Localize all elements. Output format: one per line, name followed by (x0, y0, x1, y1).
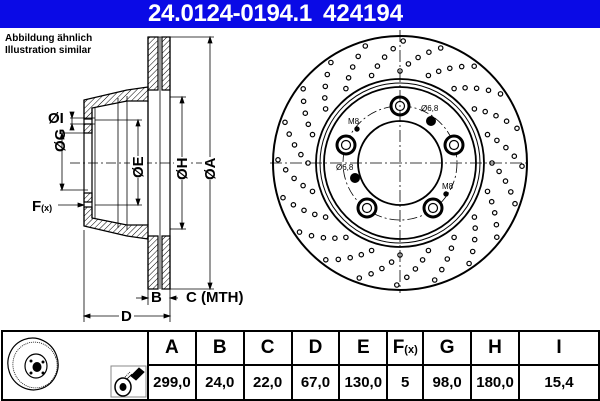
note-line-de: Abbildung ähnlich (5, 33, 93, 44)
value-E: 130,0 (338, 364, 389, 401)
brake-disc-perspective-icon (7, 337, 59, 391)
locating-holes (350, 116, 449, 197)
col-header-I: I (518, 330, 600, 366)
col-header-F: F(x) (386, 330, 425, 366)
illustration-note: Abbildung ähnlich Illustration similar (5, 33, 92, 57)
label-F: F(x) (32, 198, 53, 215)
value-H: 180,0 (470, 364, 520, 401)
label-dia-H: ØH (174, 157, 191, 180)
value-I: 15,4 (518, 364, 600, 401)
col-header-A: A (147, 330, 197, 366)
value-B: 24,0 (194, 364, 245, 401)
label-dia-A: ØA (202, 157, 219, 180)
annotation-hole-top: Ø6,8 (421, 104, 439, 113)
header-bar: 24.0124-0194.1 424194 (0, 0, 600, 28)
cross-drill-holes (275, 38, 525, 288)
spray-coating-icon (114, 367, 145, 397)
side-dimension-lines (58, 35, 214, 322)
table-value-row: 299,0 24,0 22,0 67,0 130,0 5 98,0 180,0 … (2, 364, 600, 401)
col-header-C: C (242, 330, 293, 366)
col-header-H: H (470, 330, 520, 366)
label-dia-G: ØG (52, 128, 69, 152)
note-line-en: Illustration similar (5, 45, 92, 56)
dimensions-table: A B C D E F(x) G H I 299,0 24,0 22,0 67,… (1, 330, 600, 401)
article-code: 424194 (323, 0, 404, 27)
bolt-holes (335, 95, 465, 219)
label-D: D (119, 308, 134, 325)
col-header-B: B (194, 330, 245, 366)
value-C: 22,0 (242, 364, 293, 401)
label-B: B (151, 289, 162, 306)
annotation-thread-left: M8 (348, 117, 360, 126)
value-A: 299,0 (147, 364, 197, 401)
product-image-cell (1, 330, 149, 401)
value-G: 98,0 (422, 364, 473, 401)
value-D: 67,0 (290, 364, 341, 401)
part-number: 24.0124-0194.1 (148, 0, 312, 27)
col-header-G: G (422, 330, 473, 366)
label-C-mth: C (MTH) (186, 289, 244, 306)
label-dia-E: ØE (130, 156, 147, 178)
technical-drawing (58, 30, 530, 322)
col-header-E: E (338, 330, 389, 366)
value-F: 5 (386, 364, 425, 401)
annotation-hole-left: Ø6,8 (336, 163, 354, 172)
label-dia-I: ØI (48, 110, 64, 127)
annotation-thread-right: M8 (442, 182, 454, 191)
col-header-D: D (290, 330, 341, 366)
table-header-row: A B C D E F(x) G H I (1, 330, 600, 401)
